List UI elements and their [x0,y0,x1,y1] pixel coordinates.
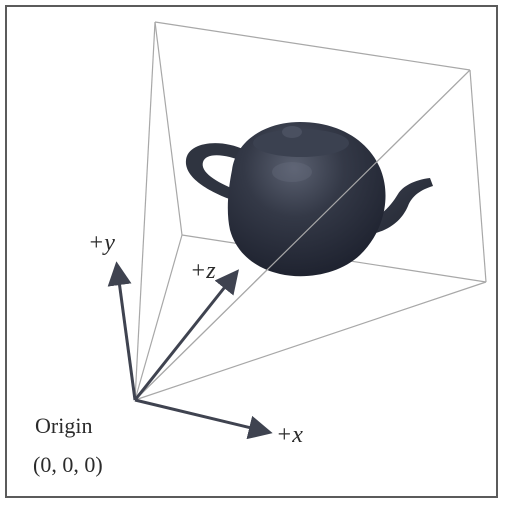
far-plane-top-edge [154,21,471,71]
x-axis-label: +x [276,422,303,448]
z-axis-arrow [133,269,239,401]
y-axis-arrow [107,261,137,401]
y-axis-label: +y [88,230,115,256]
teapot-lid [253,129,349,157]
teapot-model [185,122,433,277]
frustum-edge-bottom-left [134,234,183,401]
far-plane-left-edge [154,21,183,236]
teapot-spout [368,178,433,234]
z-axis-label: +z [190,258,216,284]
x-axis-arrow [134,398,273,440]
teapot-lid-knob [282,126,302,138]
teapot-handle [185,143,245,200]
frustum-edge-overlay [134,69,471,401]
frustum-edge-top-left [134,21,156,401]
far-plane-right-edge [469,69,487,283]
origin-coordinates: (0, 0, 0) [33,452,103,477]
teapot-body [227,122,386,277]
frustum-edge-bottom-right [134,281,487,401]
coordinate-axes [107,261,273,440]
origin-label: Origin [35,413,92,438]
teapot-highlight [272,162,312,182]
